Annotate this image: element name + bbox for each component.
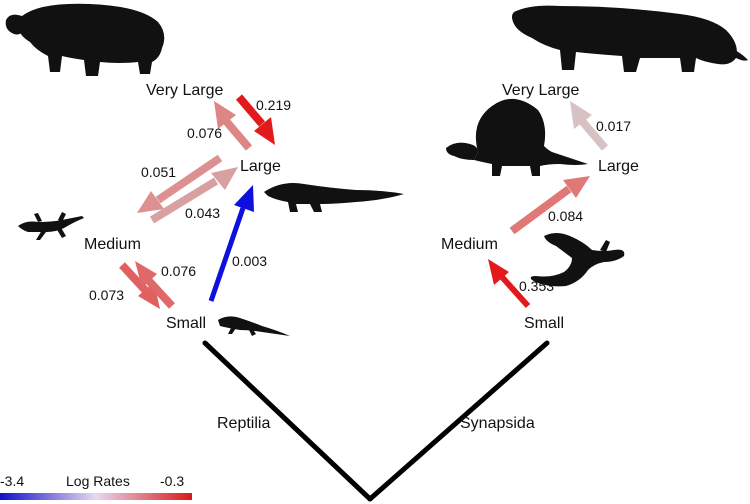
rate-reptilia-large-to-very-large: 0.076 bbox=[187, 125, 222, 141]
rate-reptilia-large-to-medium: 0.051 bbox=[141, 164, 176, 180]
dimetrodon-silhouette bbox=[446, 98, 588, 176]
arrow-synapsida-medium-to-large bbox=[509, 176, 590, 235]
rate-reptilia-small-to-large: 0.003 bbox=[232, 253, 267, 269]
rate-synapsida-large-to-very-large: 0.017 bbox=[596, 118, 631, 134]
synapsida-state-medium: Medium bbox=[441, 236, 498, 253]
small-lizard-silhouette bbox=[218, 316, 290, 336]
color-legend: -3.4 Log Rates -0.3 bbox=[0, 473, 192, 500]
rate-reptilia-small-to-medium: 0.076 bbox=[161, 263, 196, 279]
arrow-synapsida-large-to-very-large bbox=[570, 101, 609, 151]
reptilia-state-very-large: Very Large bbox=[146, 82, 223, 99]
reptilia-state-small: Small bbox=[166, 315, 206, 332]
clade-label-synapsida: Synapsida bbox=[460, 415, 535, 432]
legend-gradient-bar bbox=[0, 493, 192, 500]
reptilia-branch bbox=[202, 340, 373, 502]
lizard-silhouette bbox=[18, 212, 84, 240]
synapsida-state-small: Small bbox=[524, 315, 564, 332]
rate-synapsida-medium-to-large: 0.084 bbox=[548, 208, 583, 224]
rate-reptilia-medium-to-small: 0.073 bbox=[89, 287, 124, 303]
crocodile-silhouette bbox=[264, 183, 404, 212]
legend-min-label: -3.4 bbox=[0, 473, 24, 489]
reptilia-arrows bbox=[119, 94, 275, 309]
varanopid-silhouette bbox=[530, 233, 625, 287]
pareiasaur-silhouette bbox=[5, 3, 165, 76]
reptilia-state-medium: Medium bbox=[84, 236, 141, 253]
reptilia-state-large: Large bbox=[240, 158, 281, 175]
arrow-reptilia-large-to-very-large bbox=[214, 101, 253, 151]
legend-title: Log Rates bbox=[66, 473, 130, 489]
synapsida-state-large: Large bbox=[598, 158, 639, 175]
arrow-reptilia-small-to-medium bbox=[135, 261, 175, 309]
large-synapsid-silhouette bbox=[512, 5, 748, 73]
rate-reptilia-very-large-to-large: 0.219 bbox=[256, 97, 291, 113]
synapsida-branch bbox=[367, 340, 550, 502]
arrow-synapsida-small-to-medium bbox=[488, 259, 531, 309]
arrow-reptilia-small-to-large bbox=[208, 185, 254, 302]
synapsida-state-very-large: Very Large bbox=[502, 82, 579, 99]
arrow-reptilia-large-to-medium bbox=[137, 154, 223, 213]
phylogenetic-tree bbox=[202, 340, 550, 502]
synapsida-arrows bbox=[488, 101, 609, 309]
clade-label-reptilia: Reptilia bbox=[217, 415, 270, 432]
rate-reptilia-medium-to-large: 0.043 bbox=[185, 205, 220, 221]
arrow-reptilia-very-large-to-large bbox=[235, 94, 275, 145]
arrow-reptilia-medium-to-large bbox=[149, 167, 238, 224]
legend-max-label: -0.3 bbox=[160, 473, 184, 489]
